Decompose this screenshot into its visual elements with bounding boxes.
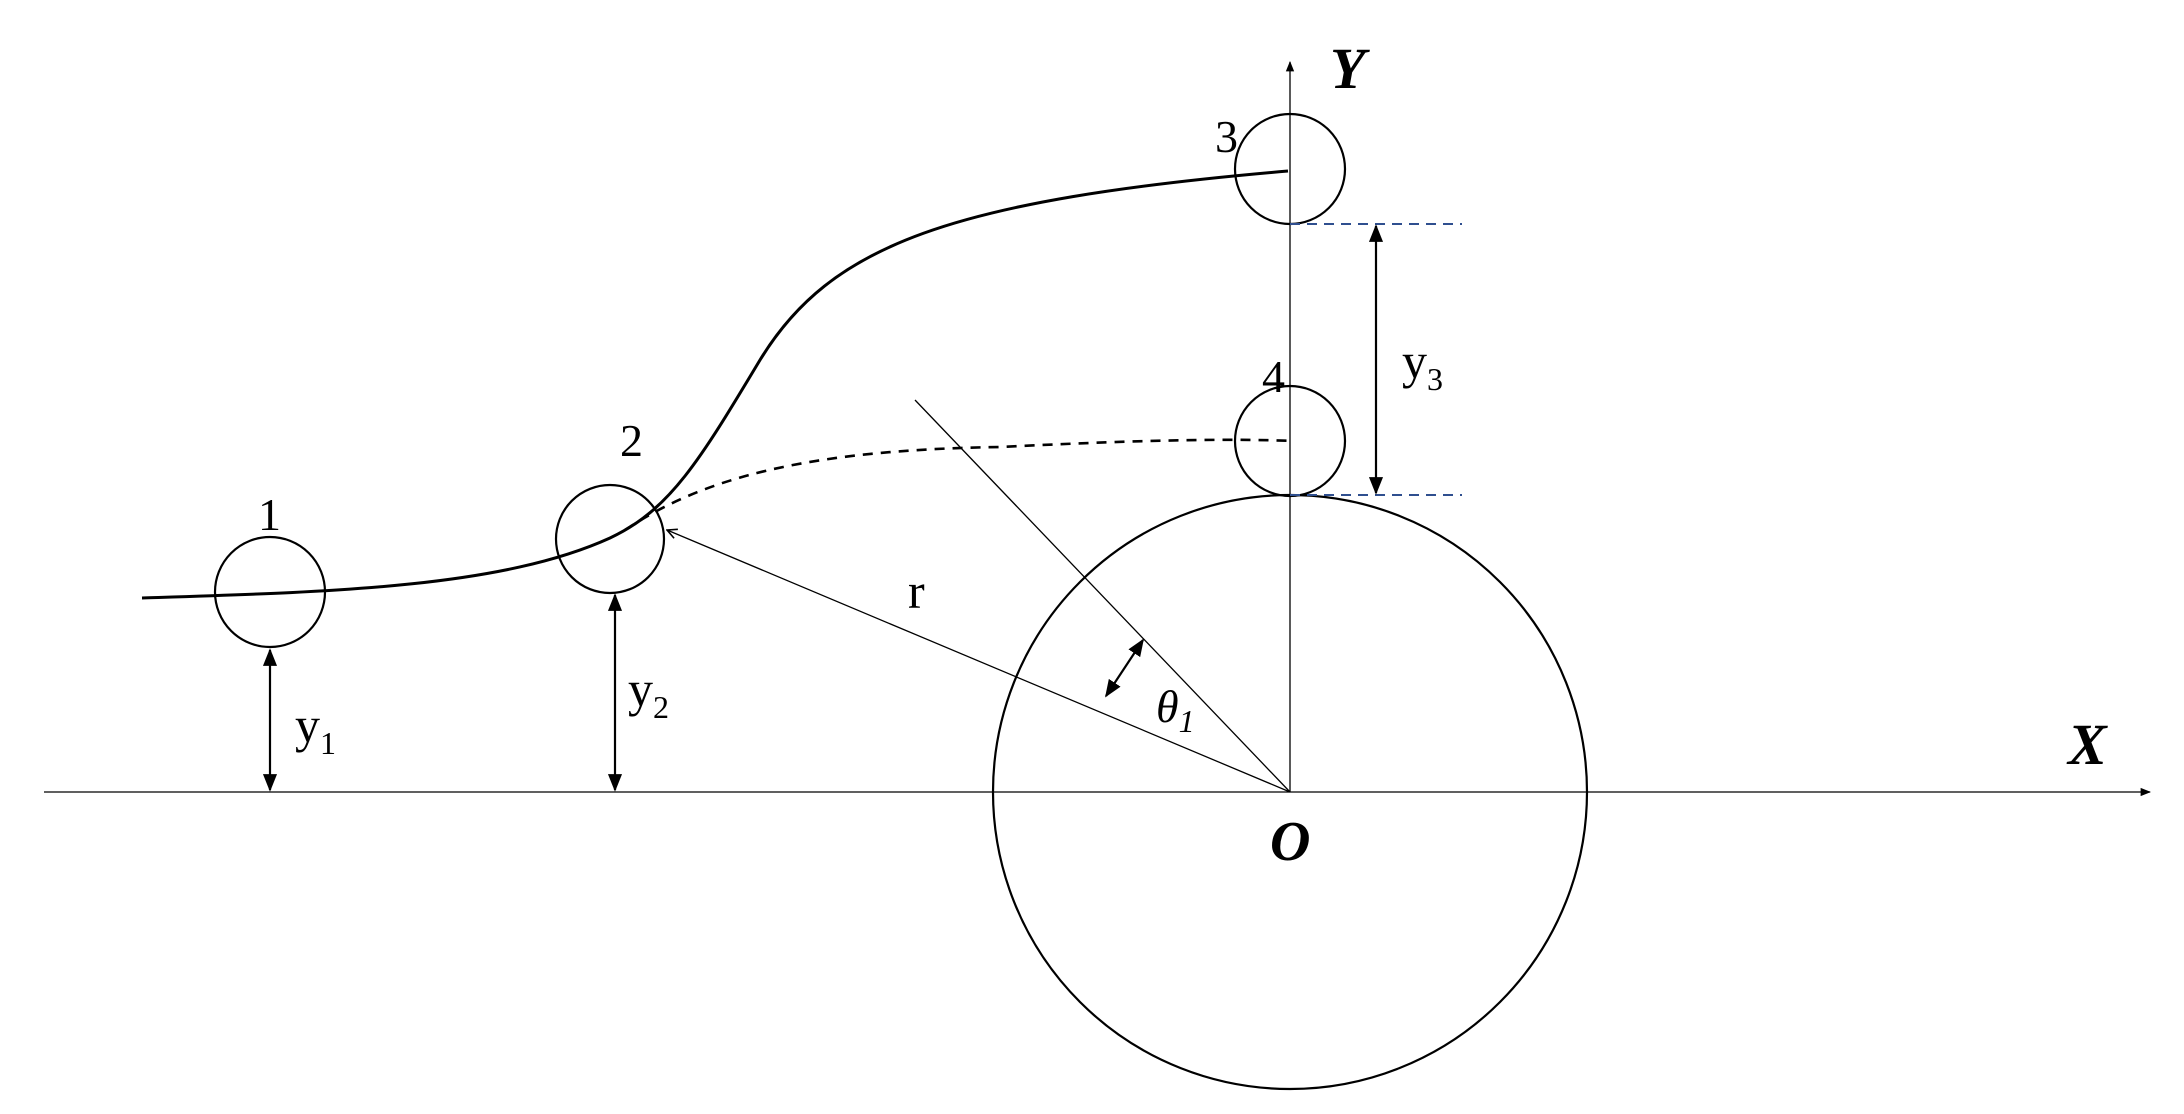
angle-label: θ1 xyxy=(1156,681,1195,739)
origin-label: O xyxy=(1270,811,1310,873)
dashed-trajectory-curve xyxy=(624,438,1295,532)
position-1-circle xyxy=(213,535,327,649)
radius-label: r xyxy=(908,563,925,619)
angle-reference-line xyxy=(914,399,1291,793)
y3-label: y3 xyxy=(1402,333,1443,397)
position-2-label: 2 xyxy=(620,415,643,466)
position-2-circle xyxy=(554,483,666,595)
position-4-label: 4 xyxy=(1262,351,1285,402)
radius-line xyxy=(667,530,1291,793)
position-1-label: 1 xyxy=(258,489,281,540)
x-axis-label: X xyxy=(2066,712,2108,777)
y1-label: y1 xyxy=(295,697,336,761)
angle-arrow xyxy=(1105,638,1144,698)
y-axis-label: Y xyxy=(1330,36,1370,101)
y2-label: y2 xyxy=(628,661,669,725)
position-3-label: 3 xyxy=(1215,111,1238,162)
trajectory-curve xyxy=(141,169,1289,600)
